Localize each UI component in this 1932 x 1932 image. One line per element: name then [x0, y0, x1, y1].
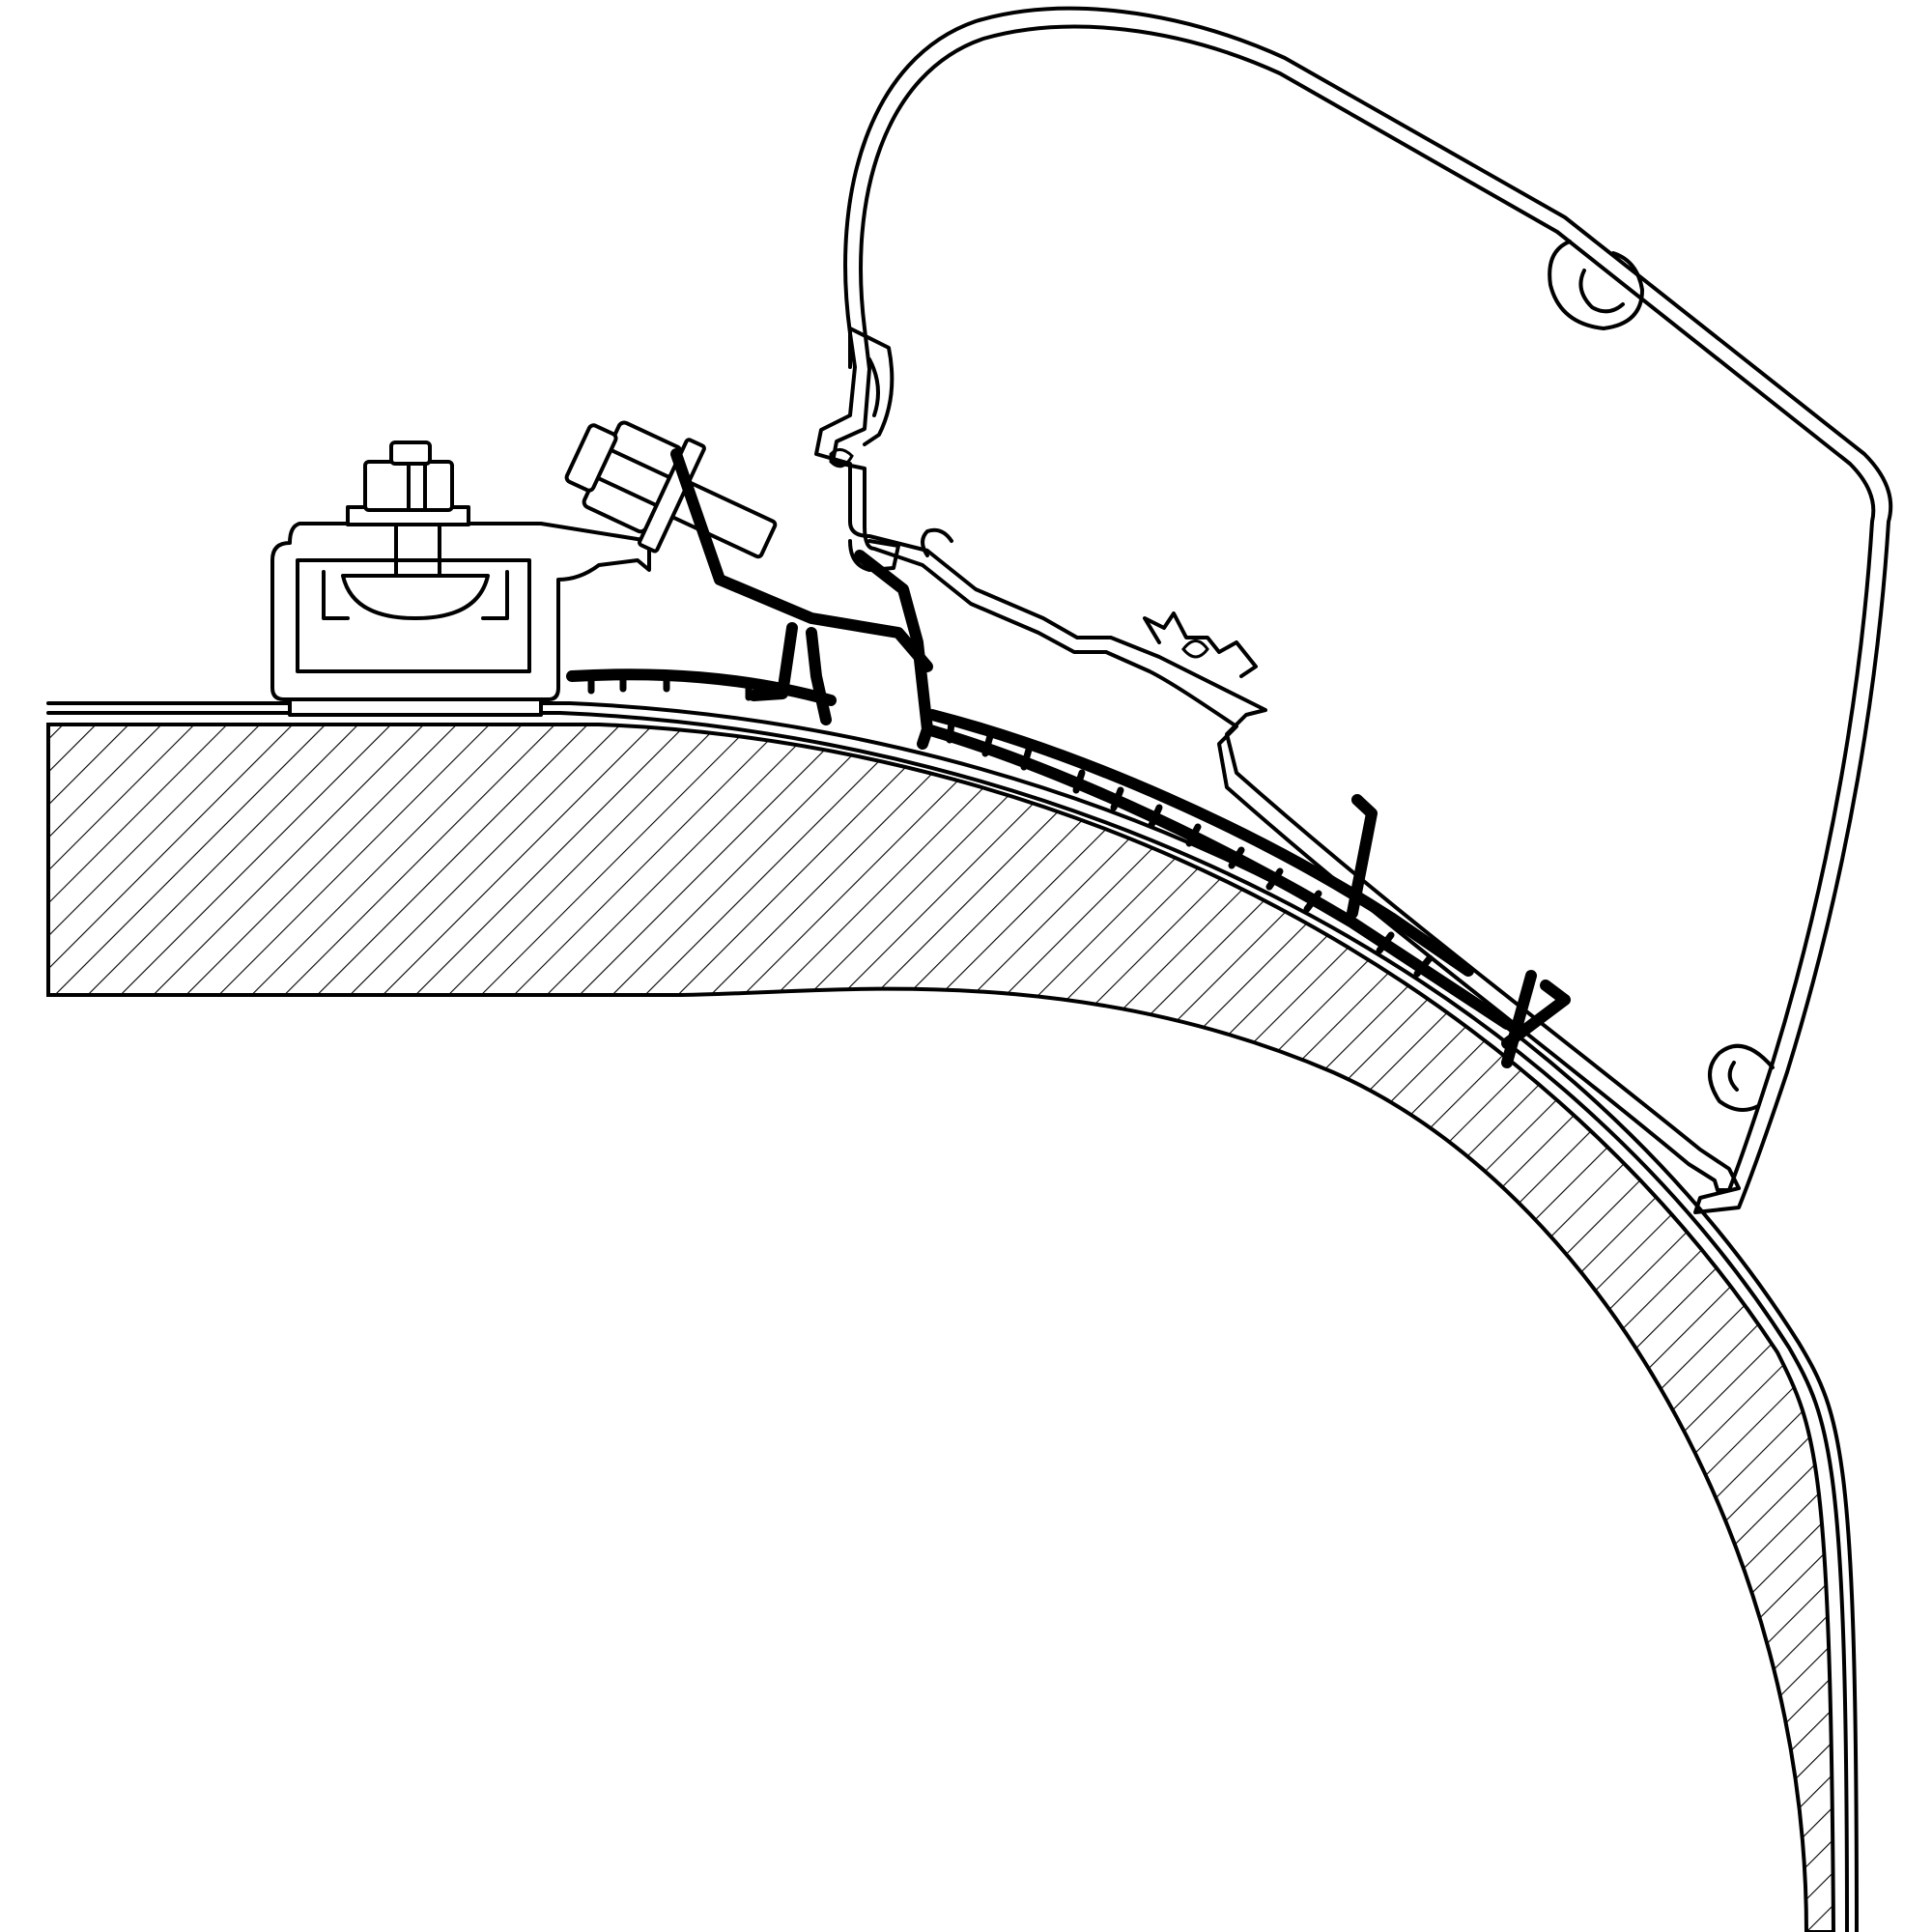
- awning-lower-clip: [1708, 1043, 1775, 1112]
- bracket-upper-hook: [854, 550, 933, 750]
- angled-washer: [638, 438, 706, 554]
- awning-case: [814, 6, 1893, 1214]
- awning-base-hook: [848, 539, 900, 572]
- bracket-rear-post: [1347, 794, 1378, 919]
- bracket-end-foot: [1501, 980, 1571, 1049]
- angled-bolt-end: [564, 423, 618, 493]
- bracket-lower-spine: [922, 724, 1513, 1030]
- clamp-right-lip: [481, 570, 509, 620]
- awning-mid-hook: [1143, 611, 1258, 678]
- wall-skin-line: [46, 701, 1859, 1932]
- vehicle-roof-wall: [46, 701, 1859, 1932]
- bracket-end-post: [1501, 970, 1537, 1068]
- awning-upper-clip: [1548, 240, 1644, 330]
- clamp-shoe: [341, 574, 490, 620]
- awning-rail-hook: [848, 327, 895, 446]
- awning-case-inner: [831, 24, 1876, 1192]
- wall-section-hatched: [46, 723, 1836, 1932]
- bracket-inner-leg: [806, 627, 832, 725]
- seal-teeth: [587, 670, 1434, 978]
- bracket-main-profile: [670, 448, 933, 672]
- mounting-bolt-nut: [346, 440, 470, 526]
- seal-left-strip: [566, 668, 837, 706]
- wall-outer-skin: [46, 711, 1849, 1932]
- clamp-left-lip: [322, 570, 350, 620]
- awning-seal-hook: [921, 527, 953, 557]
- roof-rail-clamp: [270, 520, 651, 717]
- nut-bolt-tip: [389, 440, 432, 466]
- awning-case-outer: [814, 6, 1893, 1214]
